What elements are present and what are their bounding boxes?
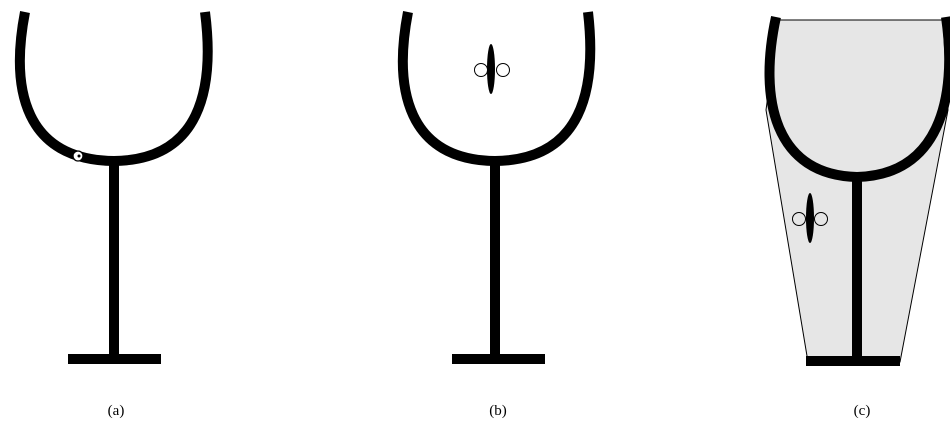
caption-panel-a: (a) [86,401,146,421]
panel-b-bowl [403,12,590,161]
panel-a-charge-dot [78,155,81,158]
panel-a-bowl [20,12,208,161]
panel-b [403,12,590,359]
panel-b-right-circle [497,64,510,77]
caption-panel-c: (c) [832,401,892,421]
caption-panel-b: (b) [468,401,528,421]
panel-a [20,12,208,359]
panel-c [766,17,949,366]
panel-b-left-circle [475,64,488,77]
panel-b-dipole-ellipse [487,44,495,94]
panel-c-dipole-ellipse [806,193,814,243]
